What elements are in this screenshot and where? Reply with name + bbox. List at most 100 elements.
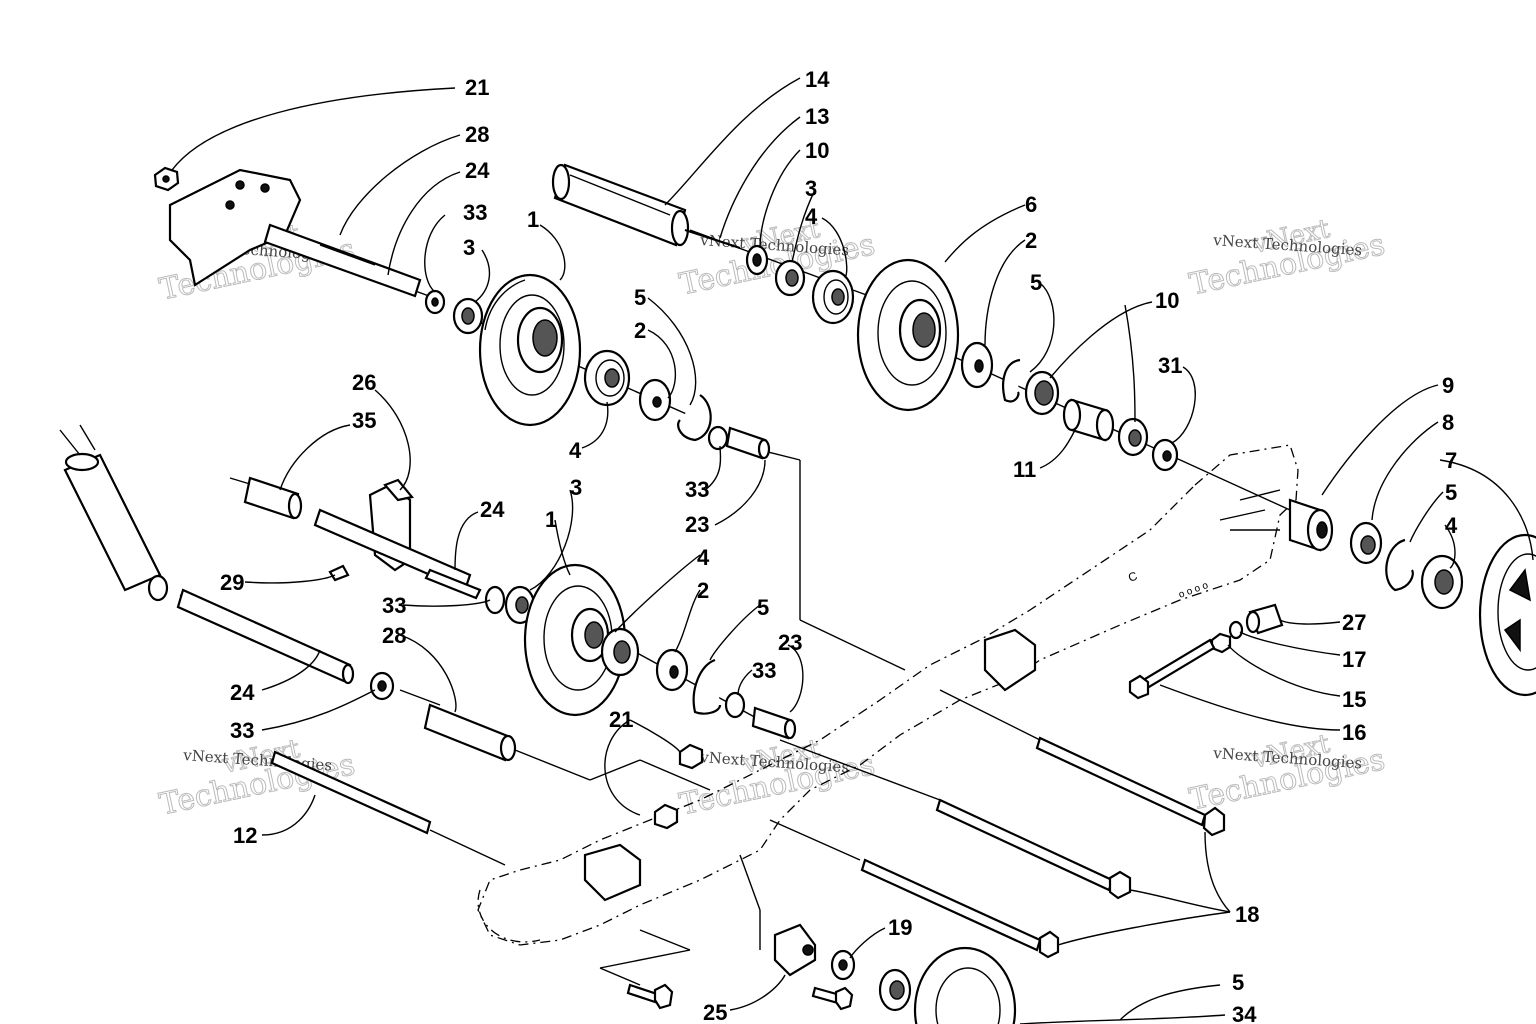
shaft-28 [263, 223, 422, 298]
callout-label: 28 [382, 623, 406, 648]
callout-label: 33 [685, 477, 709, 502]
callout-label: 23 [778, 630, 802, 655]
bolt-16 [1128, 638, 1216, 700]
grease-fitting-29 [328, 564, 350, 582]
mount-bracket [168, 168, 302, 287]
washer-33a [424, 289, 446, 315]
washer-2b [960, 341, 994, 389]
callout-label: 35 [352, 408, 376, 433]
callout-label: 18 [1235, 902, 1259, 927]
bolt-18c [860, 858, 1060, 959]
callout-label: 3 [570, 475, 582, 500]
callout-label: 10 [805, 138, 829, 163]
washer-8 [1349, 521, 1383, 565]
bolt-bottom-a [626, 983, 674, 1010]
callout-label: 5 [757, 595, 769, 620]
idler-wheel-1b [523, 563, 627, 717]
callout-label: 33 [230, 718, 254, 743]
axle-14 [551, 163, 690, 247]
spacer-3a [452, 297, 484, 335]
spacer-3b [774, 259, 806, 297]
nut-21b [653, 743, 704, 830]
callout-label: 19 [888, 915, 912, 940]
washer-33c [484, 585, 506, 615]
nut-21 [153, 166, 180, 192]
callout-label: 33 [463, 200, 487, 225]
washer-33b [707, 425, 729, 451]
washer-2c [655, 648, 689, 692]
callout-label: 29 [220, 570, 244, 595]
callout-label: 24 [465, 158, 490, 183]
shock-absorber [59, 424, 169, 602]
sleeve-28b [423, 703, 517, 762]
callout-label: 4 [697, 545, 710, 570]
callout-label: 17 [1342, 647, 1366, 672]
assembly-lines [179, 229, 1291, 986]
washer-10a [745, 244, 769, 276]
svg-text:o o o o: o o o o [1177, 580, 1210, 601]
callout-label: 2 [634, 318, 646, 343]
callout-label: 5 [634, 285, 646, 310]
sleeve-27 [1245, 603, 1284, 635]
bearing-4b [811, 269, 855, 325]
callout-label: 26 [352, 370, 376, 395]
callout-label: 10 [1155, 288, 1179, 313]
bearing-4a [583, 349, 631, 407]
callout-label: 28 [465, 122, 489, 147]
callout-label: 16 [1342, 720, 1366, 745]
bearing-4d [1420, 554, 1464, 610]
bolt-18a [1035, 736, 1226, 837]
callout-label: 2 [697, 578, 709, 603]
callout-label: 5 [1445, 480, 1457, 505]
shaft-24c [176, 588, 355, 685]
slide-rail-frame: C o o o o [477, 444, 1299, 946]
callout-label: 1 [527, 207, 539, 232]
callout-label: 33 [382, 593, 406, 618]
callout-label: 13 [805, 104, 829, 129]
callout-label: 21 [465, 75, 489, 100]
bearing-10b [1024, 370, 1060, 416]
washer-33d [724, 691, 746, 719]
idler-wheel-bottom [913, 946, 1017, 1024]
callout-label: 5 [1030, 270, 1042, 295]
callout-label: 4 [805, 204, 818, 229]
callout-label: 11 [1013, 457, 1036, 482]
callout-label: 31 [1158, 353, 1182, 378]
callout-label: 3 [463, 235, 475, 260]
idler-wheel-1a [478, 273, 582, 427]
callout-label: 34 [1232, 1002, 1257, 1024]
spacer-bottom [878, 968, 912, 1012]
sleeve-35 [229, 476, 303, 520]
sleeve-11 [1062, 398, 1115, 442]
callout-labels: 21 28 24 33 3 1 14 13 10 3 4 6 2 5 10 31… [220, 67, 1458, 1024]
snap-ring-5a [677, 394, 712, 442]
callout-label: 2 [1025, 228, 1037, 253]
callout-label: 12 [233, 823, 257, 848]
callout-label: 9 [1442, 373, 1454, 398]
callout-label: 7 [1445, 448, 1457, 473]
snap-ring-5b [1002, 358, 1021, 403]
washer-2a [638, 378, 672, 422]
callout-label: 8 [1442, 410, 1454, 435]
idler-wheel-6 [856, 258, 960, 412]
washer-33e [369, 671, 395, 701]
callout-label: 4 [1445, 513, 1458, 538]
callout-label: 24 [480, 497, 505, 522]
washer-17 [1228, 620, 1244, 640]
callout-label: 15 [1342, 687, 1366, 712]
bearing-4c [600, 627, 640, 677]
bracket-25 [773, 923, 817, 977]
callout-label: 5 [1232, 970, 1244, 995]
callout-label: 27 [1342, 610, 1366, 635]
spacer-9 [1288, 498, 1334, 552]
callout-label: 24 [230, 680, 255, 705]
shaft-13 [684, 228, 741, 250]
callout-label: 33 [752, 658, 776, 683]
callout-label: 25 [703, 1000, 727, 1024]
shaft-24b [424, 568, 482, 600]
spacer-10c [1117, 417, 1149, 457]
leader-lines [171, 77, 1534, 1024]
svg-text:C: C [1126, 569, 1139, 585]
callout-label: 4 [569, 438, 582, 463]
